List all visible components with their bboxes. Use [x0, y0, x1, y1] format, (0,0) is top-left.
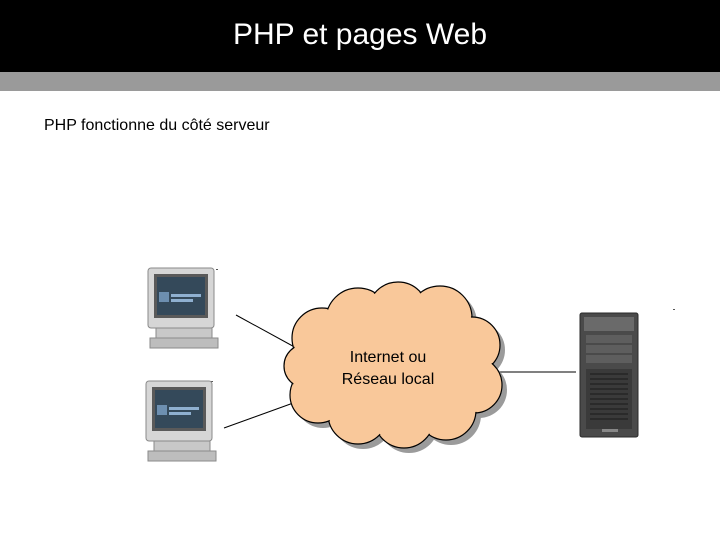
slide-title: PHP et pages Web: [232, 18, 488, 51]
title-underline: [0, 72, 720, 91]
title-bar: [0, 0, 720, 72]
cloud-label-line2: Réseau local: [341, 371, 435, 388]
mark-dot: [673, 309, 675, 310]
cloud-label: Internet ou Réseau local: [318, 347, 458, 391]
connection-line-client1: [235, 314, 301, 351]
mark-dot: [216, 269, 218, 270]
slide-subtitle: PHP fonctionne du côté serveur: [44, 117, 270, 134]
cloud-label-line1: Internet ou: [349, 349, 427, 366]
connection-line-client2: [223, 401, 297, 429]
network-cloud: [283, 281, 503, 449]
client-computer-2: [145, 380, 217, 462]
client-computer-1: [147, 267, 219, 349]
mark-dot: [211, 381, 213, 382]
tower-server-icon: [579, 312, 639, 438]
desktop-computer-icon: [147, 267, 219, 349]
server: [579, 312, 639, 438]
desktop-computer-icon: [145, 380, 217, 462]
